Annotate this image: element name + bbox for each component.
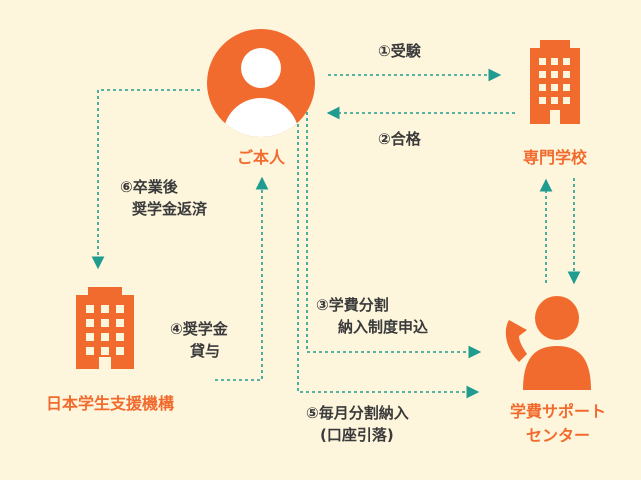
flow-label-application-line1: ③学費分割 [316,296,389,314]
flow-label-installment-line1: ⑤毎月分割納入 [306,404,409,422]
flow-label-loan: ④奨学金 貸与 [170,318,228,362]
support-label-line1: 学費サポート [509,402,606,421]
flow-label-installment: ⑤毎月分割納入 (口座引落) [306,402,409,446]
flow-label-repay: ⑥卒業後 奨学金返済 [120,176,207,220]
arrow-application [306,112,482,359]
support-operator-icon [505,296,591,390]
flow-label-loan-line1: ④奨学金 [170,320,228,338]
school-label: 専門学校 [522,148,587,167]
flow-label-installment-line2: (口座引落) [320,426,394,444]
flow-label-application: ③学費分割 納入制度申込 [316,294,428,338]
arrow-loan [215,176,269,381]
jasso-label: 日本学生支援機構 [45,394,174,413]
jasso-building-icon [76,287,134,369]
flow-label-application-line2: 納入制度申込 [338,318,429,336]
arrow-installment [297,112,480,399]
flow-label-loan-line2: 貸与 [190,342,221,360]
flow-label-pass: ②合格 [378,130,421,148]
support-label-line2: センター [525,426,590,445]
arrow-repay [91,89,200,270]
flow-label-repay-line2: 奨学金返済 [132,200,208,218]
support-label: 学費サポート センター [488,400,628,448]
school-building-icon [530,40,580,124]
person-avatar-icon [207,29,315,137]
flow-label-exam: ①受験 [378,42,421,60]
flow-label-repay-line1: ⑥卒業後 [120,178,178,196]
person-label: ご本人 [236,148,285,167]
